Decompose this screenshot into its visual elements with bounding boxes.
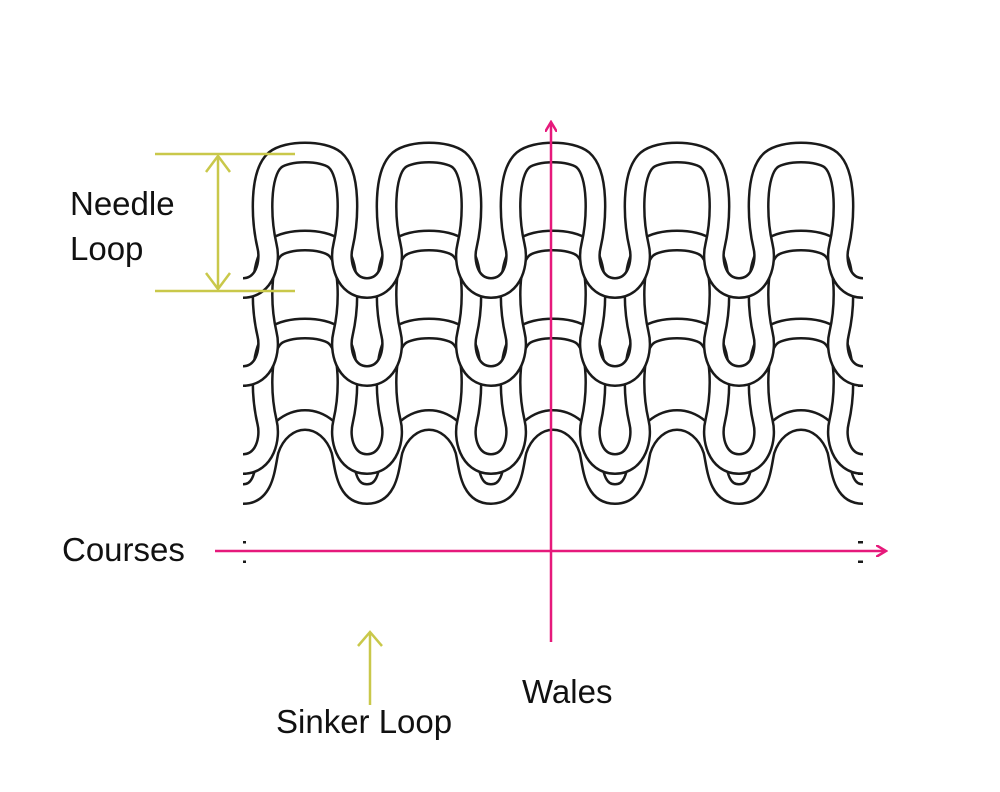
wales-label: Wales [522,673,613,710]
knit-loop-fill [365,320,493,473]
courses-label: Courses [62,531,185,568]
knit-loop-fill [613,144,741,297]
sinker-loop-pointer [357,630,383,705]
needle-loop-down-arrowhead [205,272,231,292]
knit-loop-bottom-fill [365,411,493,503]
knit-loop-fill [737,144,865,297]
knit-loop-fill [737,320,865,473]
knit-loop-fill [489,144,617,297]
needle-loop-dimension [155,152,295,293]
knit-loop-fill [241,320,369,473]
knit-loop-bottom-fill [241,411,369,503]
needle-loop-label-line1: Needle [70,185,175,222]
knit-loop-fill [241,232,369,385]
course-row [241,409,865,563]
knit-loop-fill [613,320,741,473]
knit-loop-fill [737,232,865,385]
knit-loop-fill [365,232,493,385]
needle-loop-up-arrowhead [205,153,231,173]
knit-loop-fill [241,144,369,297]
course-row [241,317,865,475]
knit-loop-bottom-fill [613,411,741,503]
course-row [241,141,865,299]
knit-loop-fill [365,144,493,297]
knit-loop-fill [489,232,617,385]
course-row [241,229,865,387]
knit-loop-fill [489,320,617,473]
axes [215,122,886,642]
knit-loop-fill [613,232,741,385]
knit-fabric [241,141,865,563]
knit-loop-bottom-fill [737,411,865,503]
needle-loop-label: Needle Loop [70,182,175,271]
needle-loop-label-line2: Loop [70,229,144,267]
knit-loop-bottom-fill [489,411,617,503]
sinker-loop-label: Sinker Loop [276,703,453,740]
